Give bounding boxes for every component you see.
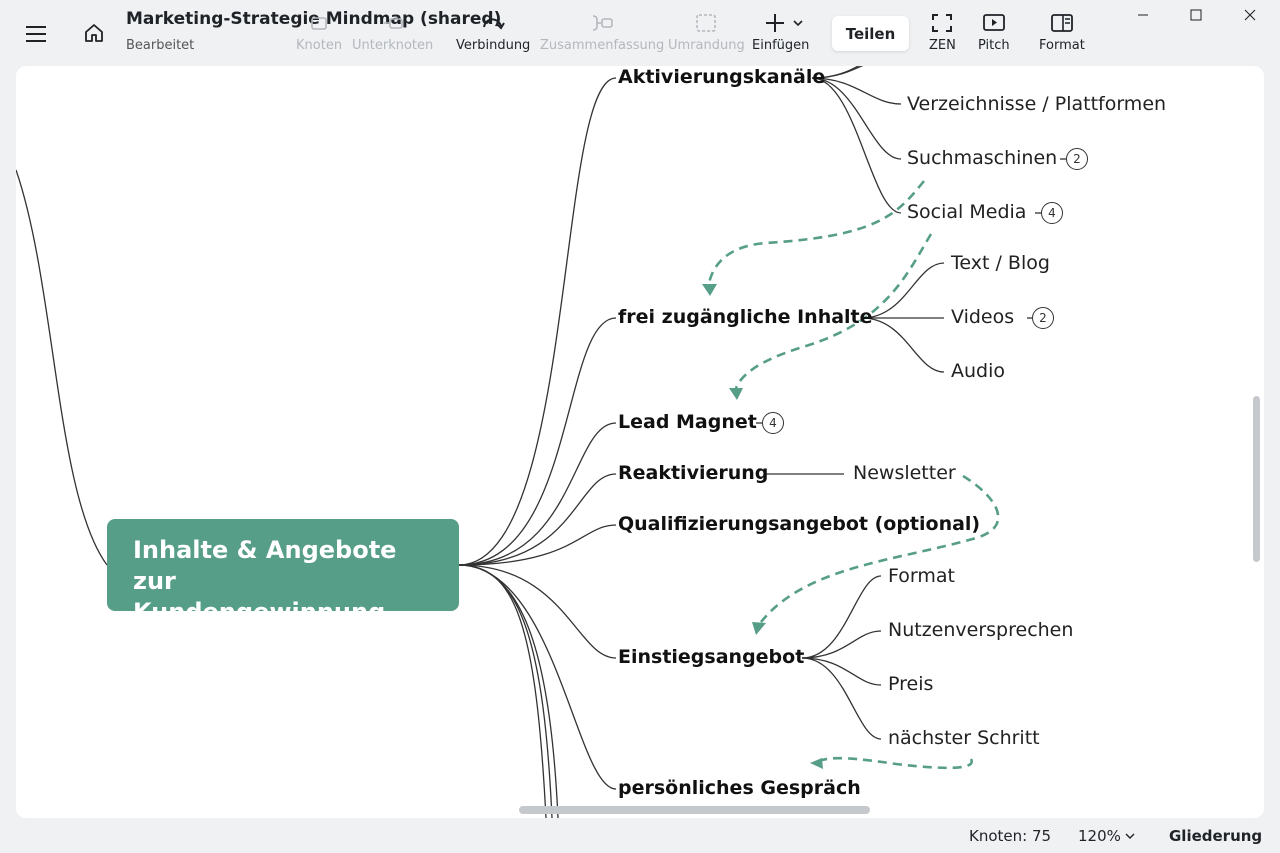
subnode-suchmaschinen[interactable]: Suchmaschinen [907, 147, 1058, 169]
branch-frei-zugaengliche-inhalte[interactable]: frei zugängliche Inhalte [618, 306, 873, 328]
tool-insert[interactable]: Einfügen [752, 8, 809, 60]
root-node-line-2: Kundengewinnung [133, 598, 386, 626]
document-title[interactable]: Marketing-Strategie Mindmap (shared) [126, 9, 502, 29]
tool-summary-label: Zusammenfassung [540, 38, 665, 53]
subnode-newsletter[interactable]: Newsletter [853, 462, 956, 484]
plus-icon [759, 8, 803, 38]
tool-format-label: Format [1039, 38, 1085, 53]
connection-icon [480, 8, 506, 38]
tool-format[interactable]: Format [1039, 8, 1085, 60]
collapsed-count-badge[interactable]: 2 [1032, 307, 1054, 329]
subnode-verzeichnisse[interactable]: Verzeichnisse / Plattformen [907, 93, 1167, 115]
zoom-value: 120% [1078, 827, 1121, 845]
menu-icon[interactable] [20, 20, 52, 48]
share-button[interactable]: Teilen [832, 16, 909, 51]
tool-subnode[interactable]: Unterknoten [352, 8, 433, 60]
tool-boundary[interactable]: Umrandung [668, 8, 745, 60]
subnode-audio[interactable]: Audio [951, 360, 1006, 382]
horizontal-scrollbar[interactable] [519, 806, 870, 814]
branch-qualifizierungsangebot[interactable]: Qualifizierungsangebot (optional) [618, 513, 981, 535]
tool-pitch[interactable]: Pitch [978, 8, 1010, 60]
node-count: Knoten: 75 [969, 827, 1052, 845]
tool-boundary-label: Umrandung [668, 38, 745, 53]
home-icon[interactable] [78, 18, 110, 48]
subnode-icon [382, 8, 404, 38]
outline-button[interactable]: Gliederung [1169, 827, 1263, 845]
tool-node[interactable]: Knoten [296, 8, 342, 60]
close-icon[interactable] [1223, 0, 1277, 30]
root-node-line-1: Inhalte & Angebote zur [133, 536, 397, 595]
boundary-icon [695, 8, 717, 38]
vertical-scrollbar[interactable] [1253, 396, 1260, 562]
chevron-down-icon [1125, 832, 1135, 840]
root-node[interactable]: Inhalte & Angebote zur Kundengewinnung [107, 519, 459, 626]
subnode-text-blog[interactable]: Text / Blog [951, 252, 1050, 274]
branch-einstiegsangebot[interactable]: Einstiegsangebot [618, 646, 805, 668]
branch-lead-magnet[interactable]: Lead Magnet [618, 411, 757, 433]
tool-insert-label: Einfügen [752, 38, 810, 53]
tool-connection[interactable]: Verbindung [456, 8, 530, 60]
tool-connection-label: Verbindung [456, 38, 531, 53]
tool-summary[interactable]: Zusammenfassung [540, 8, 664, 60]
summary-icon [590, 8, 614, 38]
title-bar: Marketing-Strategie Mindmap (shared) Bea… [0, 0, 1280, 66]
node-icon [310, 8, 328, 38]
subnode-nutzenversprechen[interactable]: Nutzenversprechen [888, 619, 1074, 641]
tool-zen-label: ZEN [929, 38, 956, 53]
tool-subnode-label: Unterknoten [352, 38, 434, 53]
branch-persoenliches-gespraech[interactable]: persönliches Gespräch [618, 777, 861, 799]
document-status: Bearbeitet [126, 38, 195, 53]
tool-pitch-label: Pitch [978, 38, 1010, 53]
zoom-select[interactable]: 120% [1078, 827, 1135, 845]
collapsed-count-badge[interactable]: 4 [1041, 202, 1063, 224]
zen-icon [930, 8, 954, 38]
tool-node-label: Knoten [296, 38, 343, 53]
format-panel-icon [1050, 8, 1074, 38]
branch-reaktivierung[interactable]: Reaktivierung [618, 462, 769, 484]
maximize-icon[interactable] [1169, 0, 1223, 30]
subnode-social-media[interactable]: Social Media [907, 201, 1027, 223]
subnode-format[interactable]: Format [888, 565, 955, 587]
tool-zen[interactable]: ZEN [929, 8, 956, 60]
collapsed-count-badge[interactable]: 2 [1066, 148, 1088, 170]
collapsed-count-badge[interactable]: 4 [762, 412, 784, 434]
branch-aktivierungskanaele[interactable]: Aktivierungskanäle [618, 66, 826, 88]
mindmap-canvas[interactable]: Inhalte & Angebote zur Kundengewinnung A… [16, 66, 1264, 818]
pitch-icon [982, 8, 1006, 38]
subnode-videos[interactable]: Videos [951, 306, 1015, 328]
subnode-preis[interactable]: Preis [888, 673, 934, 695]
status-bar: Knoten: 75 120% Gliederung [0, 818, 1280, 853]
mindmap-connections [16, 66, 1066, 818]
subnode-naechster-schritt[interactable]: nächster Schritt [888, 727, 1040, 749]
minimize-icon[interactable] [1116, 0, 1170, 30]
